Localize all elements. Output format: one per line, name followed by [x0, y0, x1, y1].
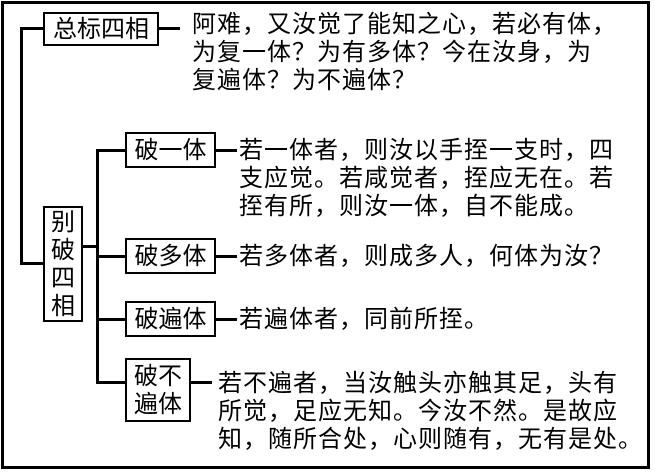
- connector-to-item-2: [96, 255, 126, 258]
- connector-item-1-to-text: [215, 149, 237, 152]
- root-title-label: 总标四相: [53, 15, 149, 43]
- connector-root-trunk: [20, 27, 23, 264]
- branch-title-char: 别: [51, 208, 75, 236]
- item-text-1: 若一体者，则汝以手挃一支时，四 支应觉。若咸觉者，挃应无在。若 挃有所，则汝一体…: [239, 136, 614, 220]
- connector-branch-to-trunk: [82, 245, 98, 248]
- root-title-box: 总标四相: [43, 12, 159, 46]
- item-box-2: 破多体: [125, 238, 216, 274]
- item-text-2: 若多体者，则成多人，何体为汝？: [239, 242, 614, 270]
- branch-title-char: 破: [51, 236, 75, 264]
- item-label-2: 破多体: [134, 242, 207, 270]
- diagram-frame: [1, 1, 650, 469]
- item-label-1: 破一体: [134, 136, 207, 164]
- item-label-4-line: 遍体: [134, 390, 182, 418]
- connector-item-2-to-text: [215, 255, 237, 258]
- item-label-4-line: 破不: [134, 362, 182, 390]
- connector-to-item-4: [96, 381, 126, 384]
- item-box-3: 破遍体: [125, 301, 216, 337]
- item-box-4: 破不 遍体: [125, 358, 191, 422]
- branch-title-char: 四: [51, 264, 75, 292]
- connector-branch-trunk: [96, 149, 99, 384]
- connector-to-item-1: [96, 149, 126, 152]
- connector-title-to-text: [158, 27, 180, 30]
- branch-title-box: 别 破 四 相: [43, 206, 83, 322]
- connector-to-item-3: [96, 318, 126, 321]
- connector-item-4-to-text: [190, 381, 212, 384]
- connector-item-3-to-text: [215, 318, 237, 321]
- connector-root-to-branch: [20, 262, 44, 265]
- root-text: 阿难，又汝觉了能知之心，若必有体， 为复一体？为有多体？今在汝身，为 复遍体？为…: [192, 10, 617, 94]
- item-label-3: 破遍体: [134, 305, 207, 333]
- connector-root-to-title: [20, 27, 44, 30]
- item-text-4: 若不遍者，当汝触头亦触其足，头有 所觉，足应无知。今汝不然。是故应 知，随所合处…: [218, 369, 643, 453]
- item-text-3: 若遍体者，同前所挃。: [239, 305, 489, 333]
- branch-title-char: 相: [51, 292, 75, 320]
- item-box-1: 破一体: [125, 132, 216, 168]
